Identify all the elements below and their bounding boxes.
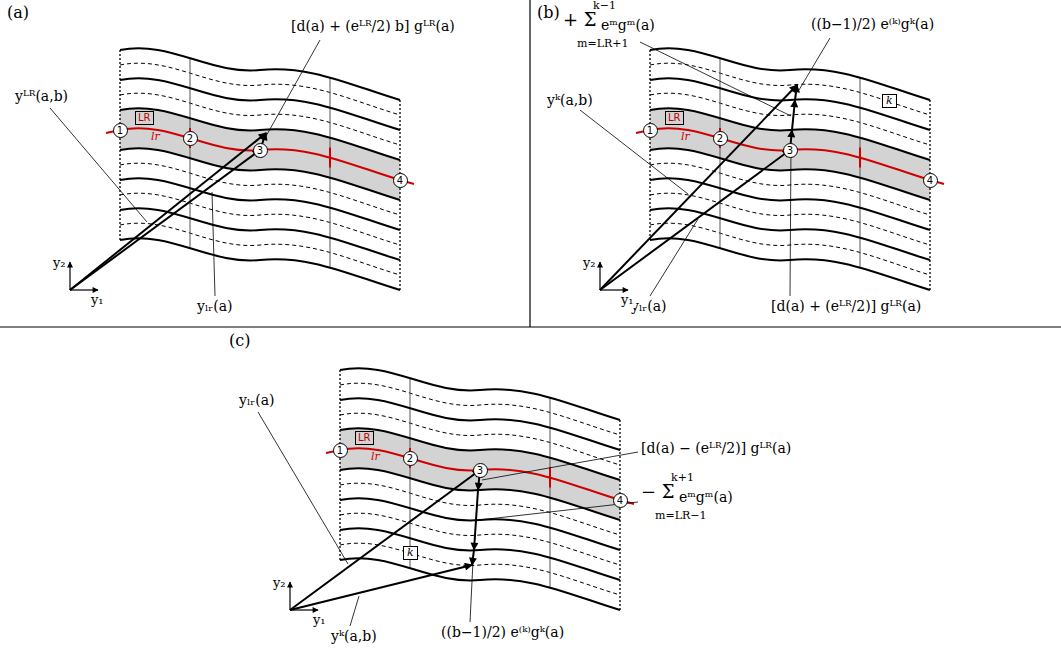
math-label: lr — [150, 131, 161, 144]
math-label: eᵐgᵐ(a) — [600, 17, 656, 33]
node-text: 2 — [187, 133, 193, 144]
math-label: lr — [370, 451, 381, 464]
callout-circle: 3 — [473, 463, 488, 478]
node-text: 3 — [477, 465, 483, 476]
node-text: 2 — [717, 133, 723, 144]
node-text: 1 — [337, 445, 343, 456]
laminate-a — [106, 48, 414, 290]
math-label: (b) — [536, 4, 561, 22]
layer-tag-box: LR — [135, 111, 154, 125]
node-text: k — [886, 94, 893, 107]
callout-circle: 4 — [393, 173, 408, 188]
layer-tag-box: LR — [665, 111, 684, 125]
math-label: ((b−1)/2) e⁽ᵏ⁾gᵏ(a) — [810, 16, 935, 32]
math-label: y₂ — [582, 256, 597, 271]
laminate-c — [326, 368, 634, 610]
layer-tag-box: LR — [355, 431, 374, 445]
callout-circle: 1 — [333, 443, 348, 458]
math-label: ((b−1)/2) e⁽ᵏ⁾gᵏ(a) — [440, 624, 565, 640]
position-vectors — [70, 85, 797, 610]
layer-tag-box: k — [403, 546, 418, 560]
math-label: [d(a) + (eᴸᴿ/2)] gᴸᴿ(a) — [770, 298, 922, 314]
node-text: LR — [668, 112, 681, 123]
math-label: yₗᵣ(a) — [196, 298, 233, 314]
callout-circle: 3 — [783, 143, 798, 158]
math-label: y₁ — [620, 293, 635, 308]
math-label: yᵏ(a,b) — [546, 92, 594, 108]
node-text: 3 — [787, 145, 793, 156]
callout-circle: 3 — [253, 143, 268, 158]
math-label: [d(a) − (eᴸᴿ/2)] gᴸᴿ(a) — [640, 440, 792, 456]
callout-circle: 1 — [113, 123, 128, 138]
node-text: 4 — [397, 175, 403, 186]
node-text: 4 — [617, 495, 623, 506]
callout-circle: 2 — [403, 451, 418, 466]
leader-lines — [50, 38, 830, 626]
math-label: [d(a) + (eᴸᴿ/2) b] gᴸᴿ(a) — [290, 18, 456, 34]
math-label: m=LR−1 — [654, 510, 707, 523]
math-label: (a) — [6, 4, 30, 22]
math-label: (c) — [228, 332, 251, 350]
math-label: + Σ — [562, 10, 598, 31]
node-text: LR — [358, 432, 371, 443]
callout-circle: 2 — [183, 131, 198, 146]
math-label: y₂ — [272, 576, 287, 591]
axes — [70, 262, 628, 610]
node-text: LR — [138, 112, 151, 123]
node-text: k — [407, 546, 414, 559]
callout-circle: 2 — [713, 131, 728, 146]
math-label: y₁ — [90, 293, 105, 308]
node-text: 2 — [407, 453, 413, 464]
math-label: − Σ — [640, 482, 676, 503]
math-label: yᵏ(a,b) — [330, 628, 378, 644]
math-label: yₗᵣ(a) — [238, 392, 275, 408]
node-text: 4 — [927, 175, 933, 186]
node-text: 1 — [117, 125, 123, 136]
callout-circle: 4 — [923, 173, 938, 188]
math-label: y₂ — [52, 256, 67, 271]
math-label: yₗᵣ(a) — [630, 298, 667, 314]
node-text: 3 — [257, 145, 263, 156]
math-label: yᴸᴿ(a,b) — [14, 88, 69, 104]
callout-circle: 1 — [643, 123, 658, 138]
node-text: 1 — [647, 125, 653, 136]
math-label: m=LR+1 — [576, 38, 629, 51]
math-label: y₁ — [312, 613, 327, 628]
panel-separators — [0, 0, 1061, 327]
math-label: eᵐgᵐ(a) — [678, 489, 734, 505]
callout-circle: 4 — [613, 493, 628, 508]
math-label: lr — [680, 131, 691, 144]
layer-tag-box: k — [882, 94, 897, 108]
